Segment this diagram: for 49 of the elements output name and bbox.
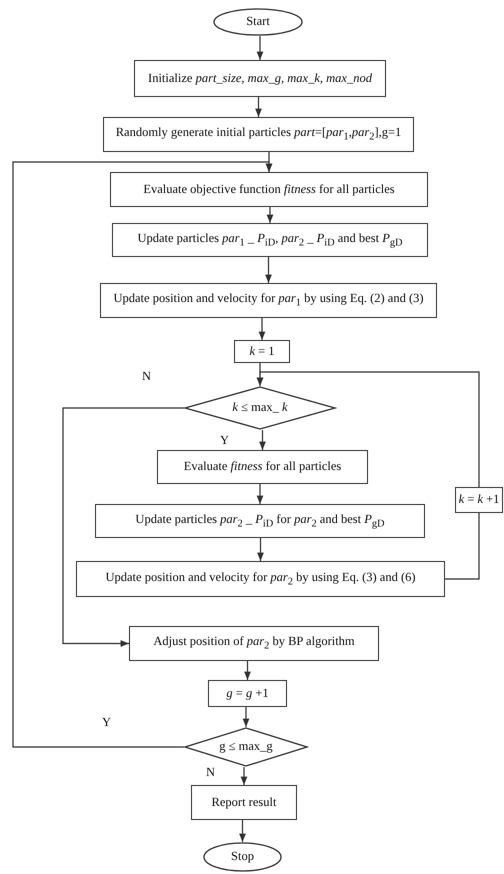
arrow	[244, 661, 251, 680]
decision-diamond	[184, 727, 308, 767]
arrow	[255, 97, 262, 117]
arrow	[12, 161, 272, 748]
step-text: Update position and velocity for par$_{2}$ by using Eq. (3) and (6)	[105, 570, 416, 588]
terminator-oval	[213, 8, 303, 36]
step-text: g = g +1	[226, 686, 269, 700]
process-box	[455, 487, 503, 513]
condition-text: k ≤ max_ k	[232, 401, 288, 415]
step-text: Update particles par$_{1}$ _ P$_{iD}$, par$_{2}$ _ P$_{iD}$ and best P$_{gD}$	[137, 232, 403, 248]
condition-text: g ≤ max_g	[219, 740, 273, 754]
arrow	[265, 257, 272, 283]
process-box	[100, 283, 437, 318]
process-box	[129, 626, 379, 661]
step-text: Evaluate fitness for all particles	[184, 460, 342, 474]
arrow	[258, 318, 266, 340]
step-text: Initialize part_size, max_g, max_k, max_nod	[148, 72, 372, 86]
step-text: Adjust position of par$_{2}$ by BP algorithm	[153, 635, 355, 652]
process-box	[103, 117, 414, 152]
process-box	[208, 680, 287, 707]
step-text: Randomly generate initial particles part=[par$_{1}$,par$_{2}$],g=1	[116, 126, 402, 143]
arrow	[256, 36, 264, 60]
step-text: Update particles par$_{2}$ _ P$_{iD}$ for par$_{2}$ and best P$_{gD}$	[135, 512, 385, 530]
arrow	[239, 820, 246, 842]
terminator-oval	[203, 842, 282, 872]
step-text: k = k +1	[458, 493, 500, 507]
arrow	[62, 407, 184, 647]
step-text: Report result	[212, 796, 276, 810]
arrow	[266, 207, 274, 223]
decision-diamond	[184, 386, 336, 430]
arrow	[256, 484, 264, 504]
arrow	[240, 767, 248, 785]
process-box	[234, 340, 290, 363]
step-text: Update position and velocity for par$_{1}$ by using Eq. (2) and (3)	[113, 292, 424, 309]
process-box	[157, 450, 368, 484]
step-text: Evaluate objective function fitness for all particles	[143, 182, 395, 196]
process-box	[95, 504, 425, 538]
arrow	[256, 371, 480, 487]
step-text: Stop	[231, 850, 254, 864]
process-box	[112, 223, 428, 257]
process-box	[191, 785, 297, 820]
process-box	[110, 172, 428, 207]
process-box	[76, 561, 445, 597]
arrow	[259, 430, 266, 450]
arrow	[242, 707, 250, 727]
step-text: k = 1	[249, 344, 275, 358]
step-text: Start	[246, 15, 270, 29]
arrow	[257, 538, 264, 561]
process-box	[134, 60, 386, 97]
